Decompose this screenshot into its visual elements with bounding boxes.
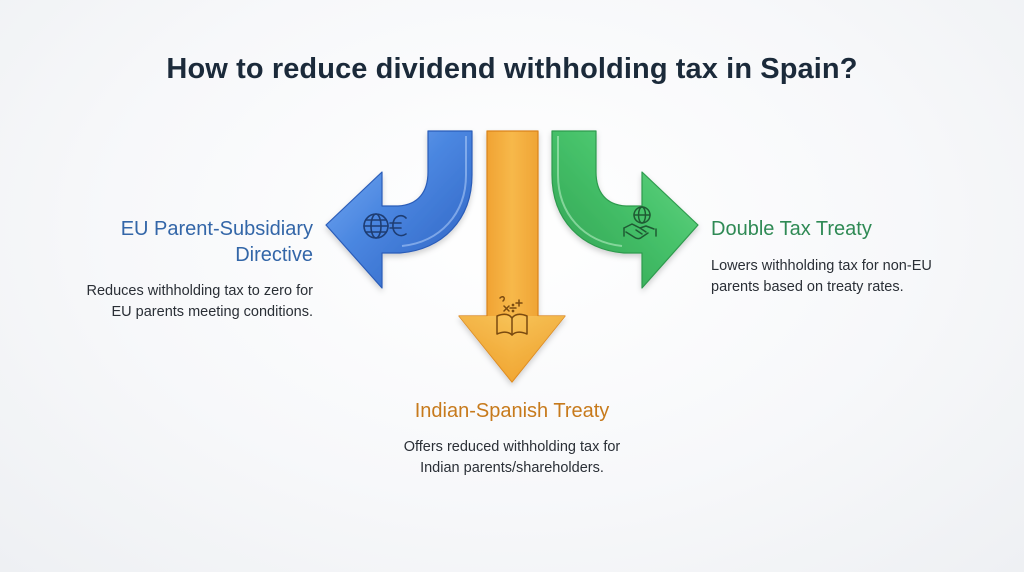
globe-euro-icon: [363, 213, 407, 239]
eu-arrow: [325, 130, 473, 289]
eu-heading-line-2: Directive: [235, 244, 313, 266]
india-description-line-2: Indian parents/shareholders.: [420, 460, 604, 476]
book-math-icon: [496, 296, 528, 336]
india-arrow: [458, 130, 566, 383]
eu-directive-description: Reduces withholding tax to zero for EU p…: [13, 281, 314, 323]
eu-heading-line-1: EU Parent-Subsidiary: [120, 218, 313, 240]
dtt-heading-line-1: Double Tax Treaty: [711, 218, 872, 240]
double-tax-treaty-heading: Double Tax Treaty: [711, 216, 971, 242]
double-tax-treaty-description: Lowers withholding tax for non-EU parent…: [711, 256, 991, 298]
eu-directive-heading: EU Parent-Subsidiary Directive: [53, 216, 313, 268]
page-title: How to reduce dividend withholding tax i…: [166, 53, 858, 85]
indian-spanish-treaty-description: Offers reduced withholding tax for India…: [312, 437, 712, 479]
india-description-line-1: Offers reduced withholding tax for: [403, 439, 621, 455]
dtt-arrow: [551, 130, 699, 289]
dtt-description-line-2: parents based on treaty rates.: [711, 279, 904, 295]
indian-spanish-treaty-heading: Indian-Spanish Treaty: [312, 398, 712, 424]
eu-description-line-1: Reduces withholding tax to zero for: [86, 283, 314, 299]
dtt-description-line-1: Lowers withholding tax for non-EU: [711, 258, 932, 274]
india-heading-line-1: Indian-Spanish Treaty: [414, 400, 610, 422]
handshake-globe-icon: [623, 206, 657, 240]
eu-description-line-2: EU parents meeting conditions.: [111, 304, 314, 320]
